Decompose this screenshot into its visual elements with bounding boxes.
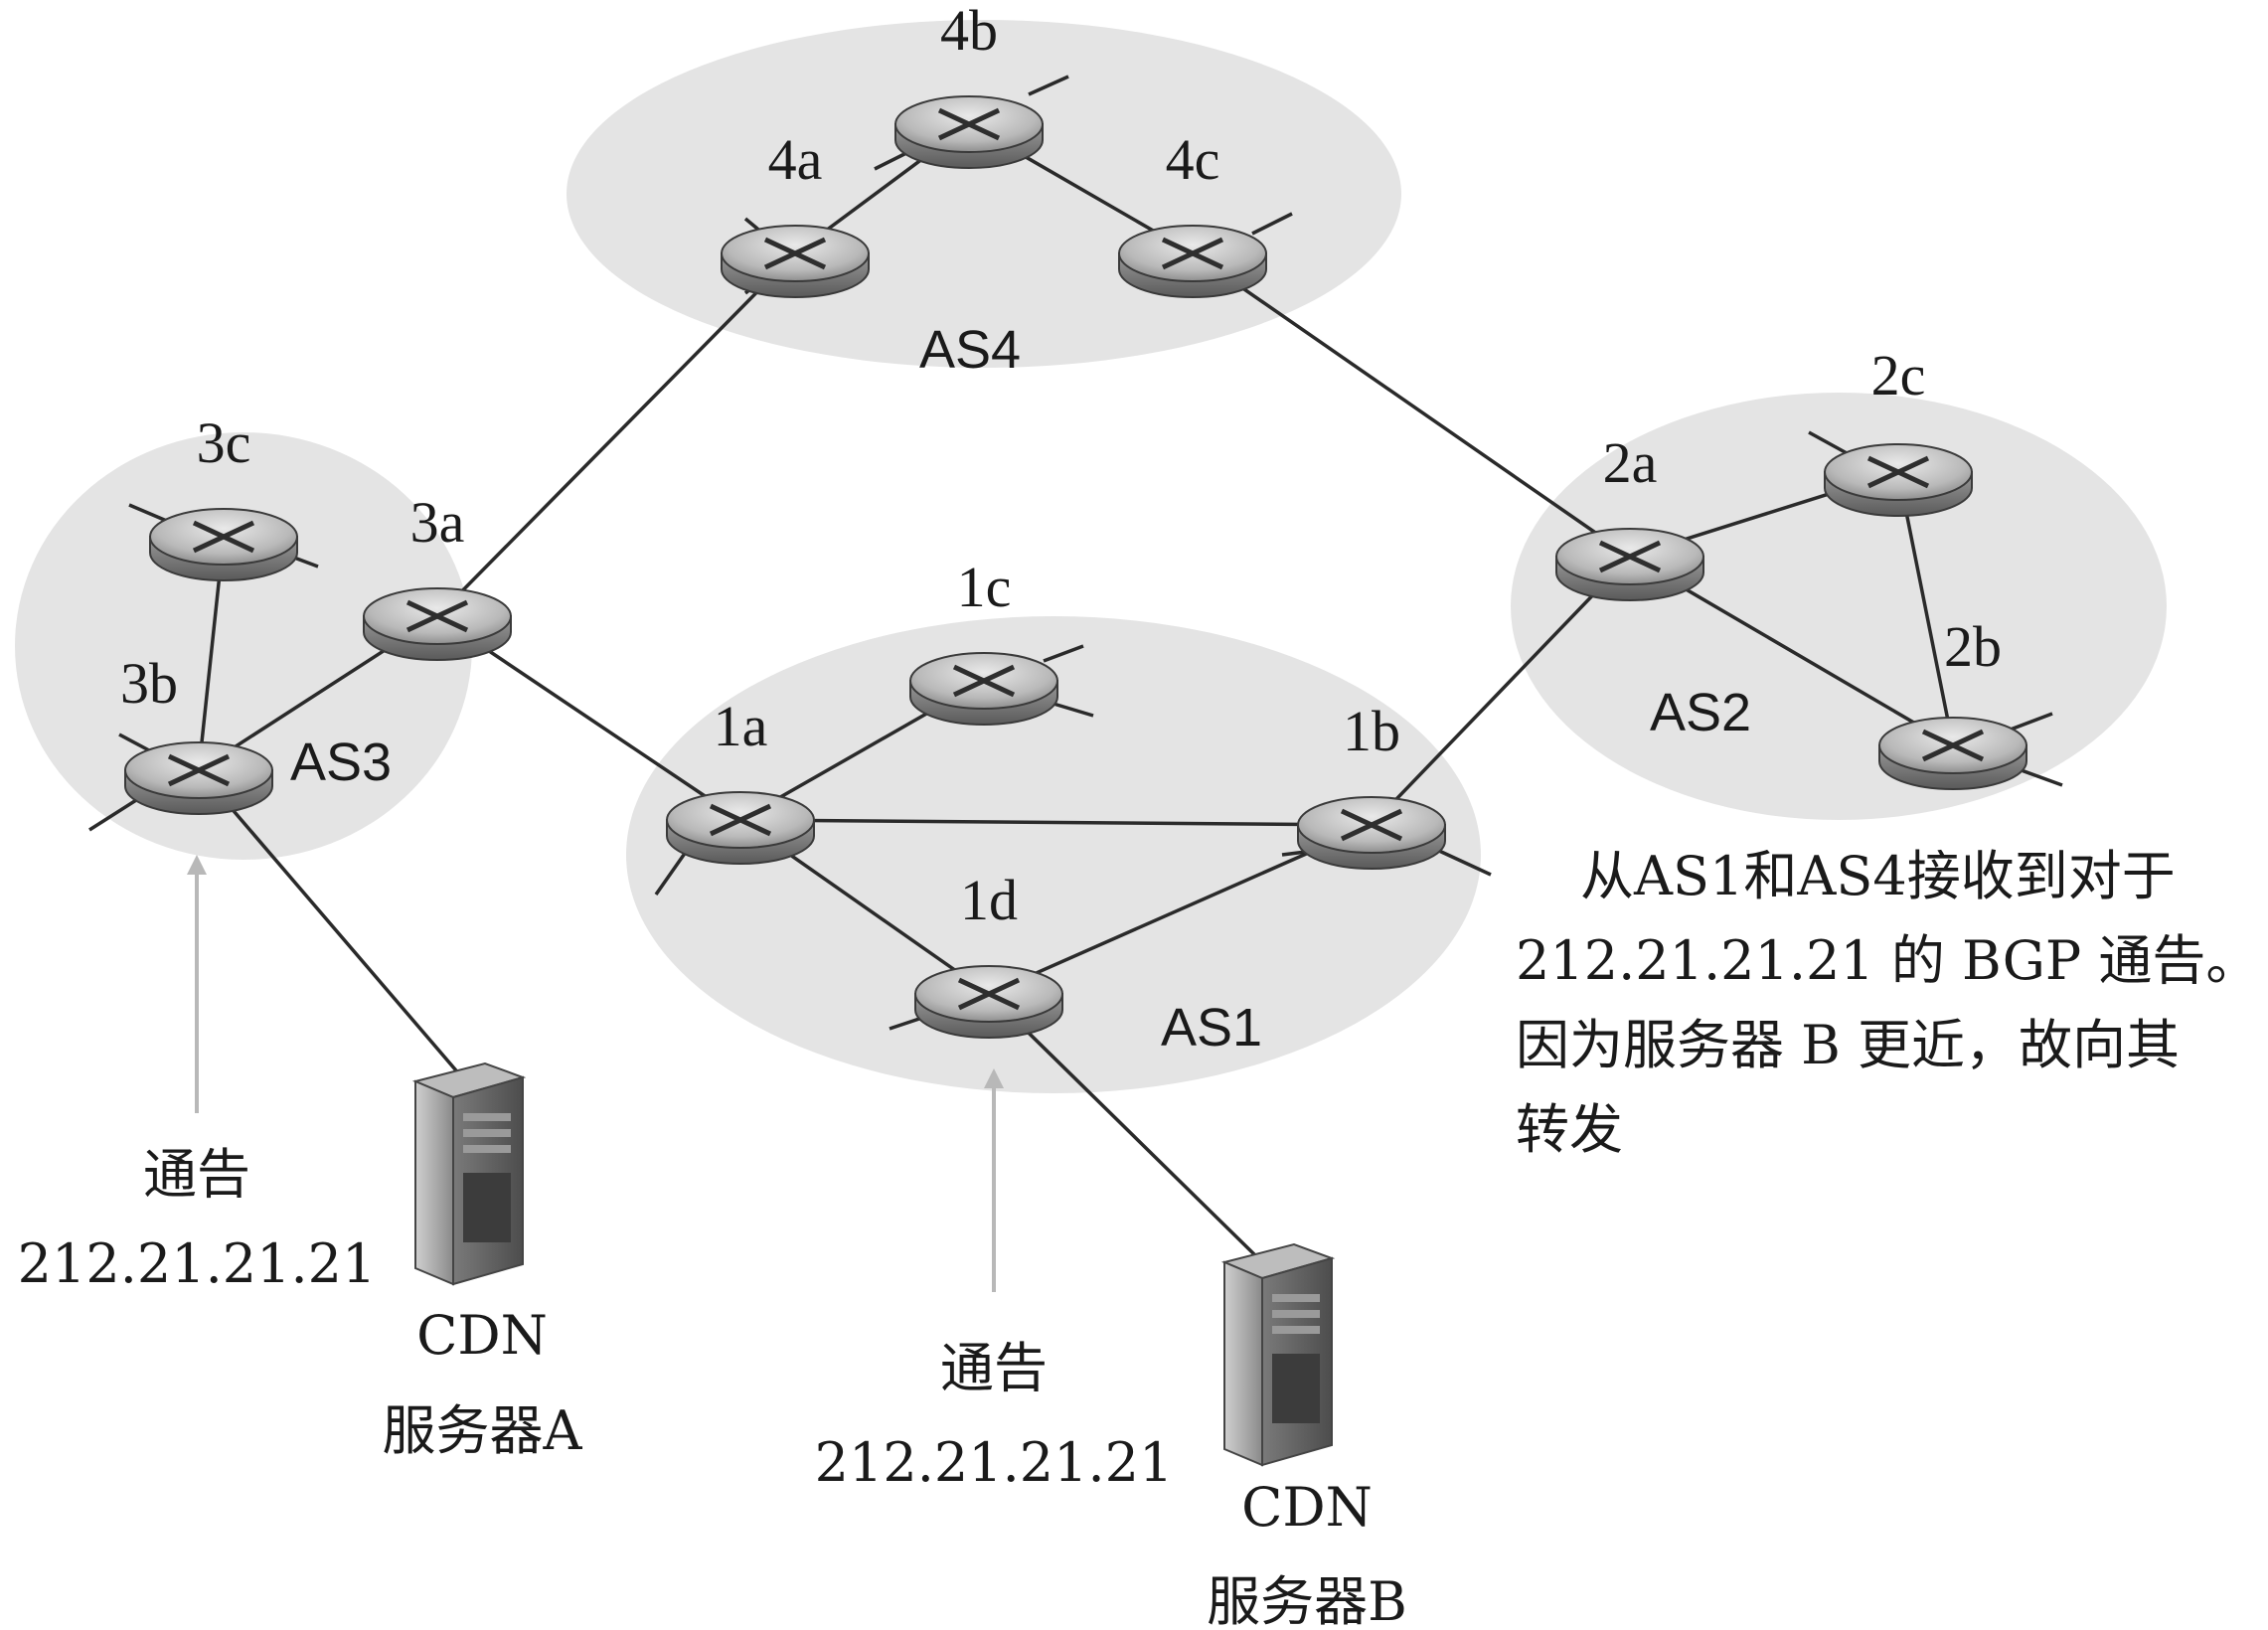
router-3a: 3a bbox=[363, 490, 512, 661]
advertisement-b-line2: 212.21.21.21 bbox=[815, 1431, 1174, 1494]
router-1b: 1b bbox=[1281, 699, 1492, 877]
server-a-line2: 服务器A bbox=[383, 1399, 583, 1462]
cdn-server-a bbox=[411, 1061, 527, 1286]
note-line-1: 从AS1和AS4接收到对于 bbox=[1580, 845, 2176, 907]
router-icon bbox=[1824, 443, 1973, 517]
router-icon bbox=[1297, 796, 1446, 870]
router-label-3c: 3c bbox=[197, 410, 251, 475]
router-label-4c: 4c bbox=[1166, 127, 1220, 192]
note-line-2: 212.21.21.21 的 BGP 通告。 bbox=[1516, 929, 2259, 992]
router-2a: 2a bbox=[1555, 430, 1704, 601]
link-4a-3a bbox=[435, 251, 797, 618]
router-3b: 3b bbox=[88, 651, 273, 832]
router-icon bbox=[1555, 528, 1704, 601]
server-link-3b bbox=[197, 768, 469, 1085]
router-label-3a: 3a bbox=[410, 490, 465, 555]
router-2b: 2b bbox=[1878, 614, 2063, 790]
as1-region bbox=[626, 616, 1481, 1093]
link-1a-1b bbox=[739, 818, 1373, 827]
router-label-1c: 1c bbox=[957, 555, 1012, 619]
router-icon bbox=[124, 741, 273, 815]
router-icon bbox=[149, 508, 298, 581]
router-icon bbox=[666, 791, 815, 865]
server-a-line1: CDN bbox=[416, 1304, 548, 1367]
router-label-1d: 1d bbox=[960, 868, 1018, 932]
router-icon bbox=[914, 965, 1063, 1039]
router-label-2c: 2c bbox=[1871, 343, 1926, 408]
router-1c: 1c bbox=[909, 555, 1094, 726]
as4-label: AS4 bbox=[919, 320, 1021, 380]
router-label-1a: 1a bbox=[714, 694, 768, 758]
as4-region bbox=[567, 20, 1401, 368]
router-stub-link bbox=[2007, 712, 2053, 733]
router-label-4a: 4a bbox=[768, 127, 823, 192]
router-4b: 4b bbox=[874, 0, 1069, 171]
router-1d: 1d bbox=[889, 868, 1063, 1039]
router-icon bbox=[721, 225, 870, 298]
router-icon bbox=[1118, 225, 1267, 298]
link-4c-2a bbox=[1192, 251, 1631, 559]
as2-region bbox=[1511, 393, 2167, 820]
router-4a: 4a bbox=[721, 127, 870, 298]
router-icon bbox=[909, 652, 1058, 726]
router-stub-link bbox=[128, 503, 170, 524]
router-icon bbox=[1878, 717, 2027, 790]
server-icon bbox=[1220, 1242, 1336, 1467]
as2-label: AS2 bbox=[1650, 683, 1751, 742]
router-3c: 3c bbox=[128, 410, 319, 581]
note-line-3: 因为服务器 B 更近，故向其 bbox=[1516, 1014, 2180, 1076]
as3-region bbox=[15, 432, 472, 860]
router-label-2a: 2a bbox=[1603, 430, 1658, 495]
note-line-4: 转发 bbox=[1516, 1098, 1623, 1161]
router-label-2b: 2b bbox=[1944, 614, 2002, 679]
routers: 4a 4b 4c 3a 3b 3c 2a 2b 2c 1a 1b 1c 1d bbox=[88, 0, 2063, 1039]
router-stub-link bbox=[1043, 644, 1084, 663]
server-link-1d bbox=[987, 992, 1259, 1259]
routing-note: 从AS1和AS4接收到对于 212.21.21.21 的 BGP 通告。 因为服… bbox=[1516, 845, 2259, 1161]
router-4c: 4c bbox=[1118, 127, 1293, 298]
as3-label: AS3 bbox=[290, 733, 392, 792]
router-stub-link bbox=[1028, 75, 1069, 96]
router-icon bbox=[363, 587, 512, 661]
router-stub-link bbox=[118, 733, 150, 752]
advertisement-b-line1: 通告 bbox=[940, 1337, 1048, 1399]
router-1a: 1a bbox=[654, 694, 815, 896]
server-b-line1: CDN bbox=[1241, 1476, 1373, 1539]
as1-label: AS1 bbox=[1161, 998, 1262, 1058]
server-icon bbox=[411, 1061, 527, 1286]
router-stub-link bbox=[1808, 430, 1850, 456]
router-2c: 2c bbox=[1808, 343, 1973, 517]
router-label-4b: 4b bbox=[940, 0, 998, 63]
server-b-line2: 服务器B bbox=[1207, 1570, 1407, 1630]
router-label-1b: 1b bbox=[1343, 699, 1400, 763]
cdn-server-b bbox=[1220, 1242, 1336, 1467]
router-icon bbox=[894, 95, 1044, 169]
advertisement-a-line1: 通告 bbox=[143, 1143, 250, 1206]
link-2c-2b bbox=[1896, 471, 1955, 746]
router-label-3b: 3b bbox=[120, 651, 178, 716]
link-2a-1b bbox=[1370, 555, 1632, 827]
advertisement-a-line2: 212.21.21.21 bbox=[18, 1232, 377, 1295]
router-stub-link bbox=[1251, 212, 1293, 236]
